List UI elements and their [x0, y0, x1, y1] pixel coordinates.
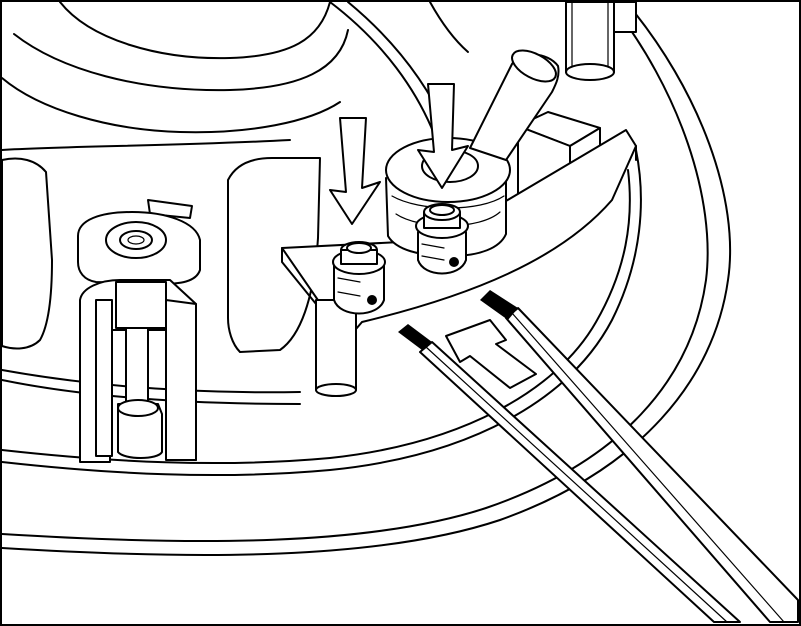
- speaker-cone: [1, 1, 469, 151]
- basket-window-middle: [227, 157, 321, 353]
- binding-post-right: [415, 203, 469, 275]
- down-arrow-right: [417, 83, 469, 189]
- spring-lever: [469, 49, 560, 161]
- speaker-wire-right: [480, 290, 799, 623]
- basket-window-left: [1, 157, 53, 350]
- mounting-clamp: [77, 199, 201, 463]
- down-arrow-left: [329, 117, 381, 225]
- frame-screw: [565, 1, 637, 81]
- up-arrow-bottom: [445, 319, 537, 389]
- binding-post-left: [332, 241, 386, 315]
- speaker-wire-left: [398, 324, 741, 623]
